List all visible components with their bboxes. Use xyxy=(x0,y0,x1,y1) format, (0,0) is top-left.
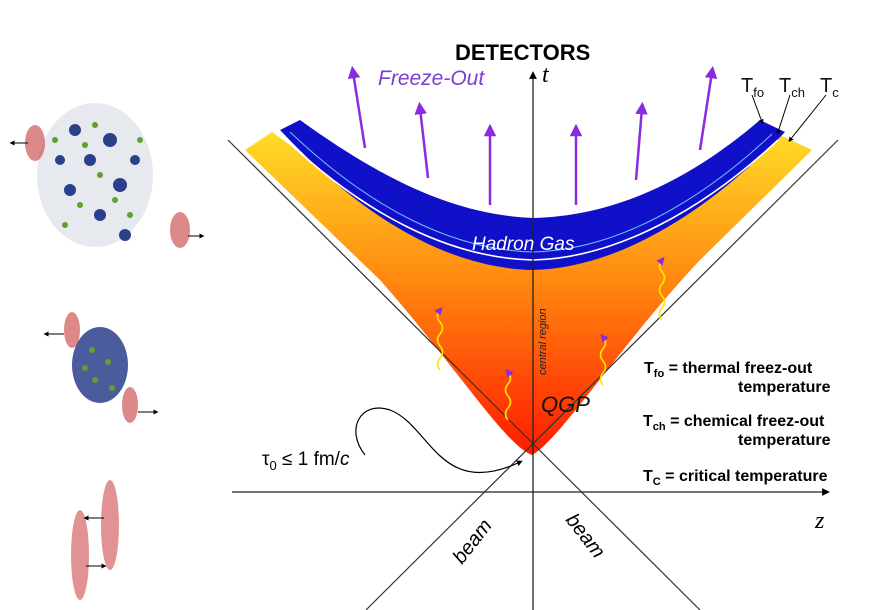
freeze-out-label: Freeze-Out xyxy=(378,67,485,90)
central-region-label: central region xyxy=(537,308,549,375)
z-axis-label: z xyxy=(814,508,825,534)
tau-label: τ0 ≤ 1 fm/c xyxy=(262,449,350,473)
temperature-pointers xyxy=(751,94,827,142)
legend-fo-line2: temperature xyxy=(738,379,831,396)
qgp-wavy-arrows xyxy=(434,256,666,421)
hadron-gas-label: Hadron Gas xyxy=(472,234,575,255)
t-fo-label: Tfo xyxy=(741,75,764,100)
light-cone-left xyxy=(227,139,701,610)
t-ch-label: Tch xyxy=(779,75,805,100)
collision-snapshot-1 xyxy=(9,103,205,248)
hadron-gas-band xyxy=(280,120,785,270)
legend: Tfo = thermal freez-out temperature Tch … xyxy=(643,360,831,488)
tau-pointer xyxy=(355,407,523,474)
freeze-out-arrows xyxy=(347,65,718,205)
collision-snapshot-3 xyxy=(71,480,119,600)
legend-ch: Tch = chemical freez-out xyxy=(643,413,825,433)
legend-ch-line2: temperature xyxy=(738,432,831,449)
t-axis-label: t xyxy=(542,62,550,88)
beam-left-label: beam xyxy=(449,515,497,568)
collision-snapshot-2 xyxy=(43,312,159,423)
qgp-label: QGP xyxy=(541,392,590,417)
legend-c: TC = critical temperature xyxy=(643,468,828,488)
t-c-label: Tc xyxy=(820,75,839,100)
beam-right-label: beam xyxy=(561,510,609,563)
diagram-title: DETECTORS xyxy=(455,40,590,65)
legend-fo: Tfo = thermal freez-out xyxy=(644,360,813,380)
